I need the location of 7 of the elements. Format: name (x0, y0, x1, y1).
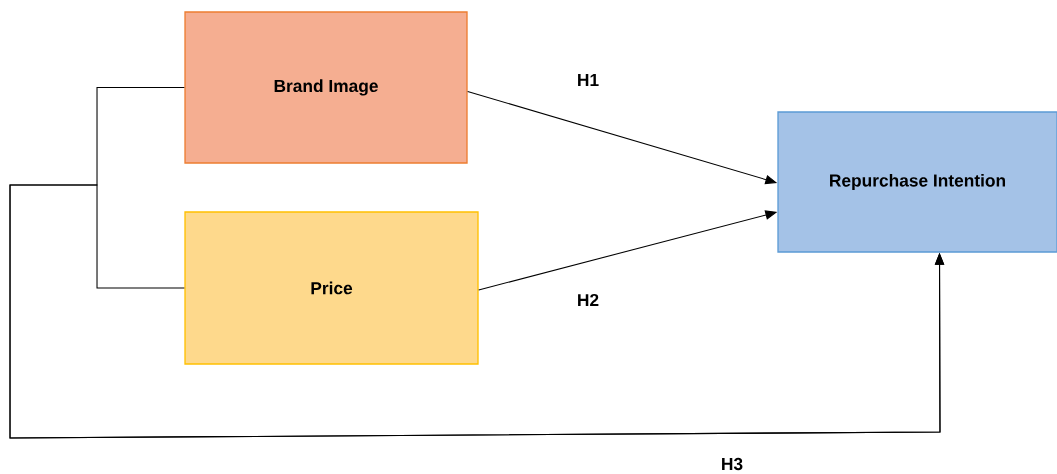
edge-label: H1 (575, 72, 601, 88)
edge-label: H3 (719, 456, 745, 472)
variable-box: Repurchase Intention (777, 111, 1057, 253)
arrow (9, 184, 945, 439)
variable-box: Brand Image (184, 11, 468, 164)
variable-box: Price (184, 211, 479, 365)
edge-label: H2 (575, 292, 601, 308)
